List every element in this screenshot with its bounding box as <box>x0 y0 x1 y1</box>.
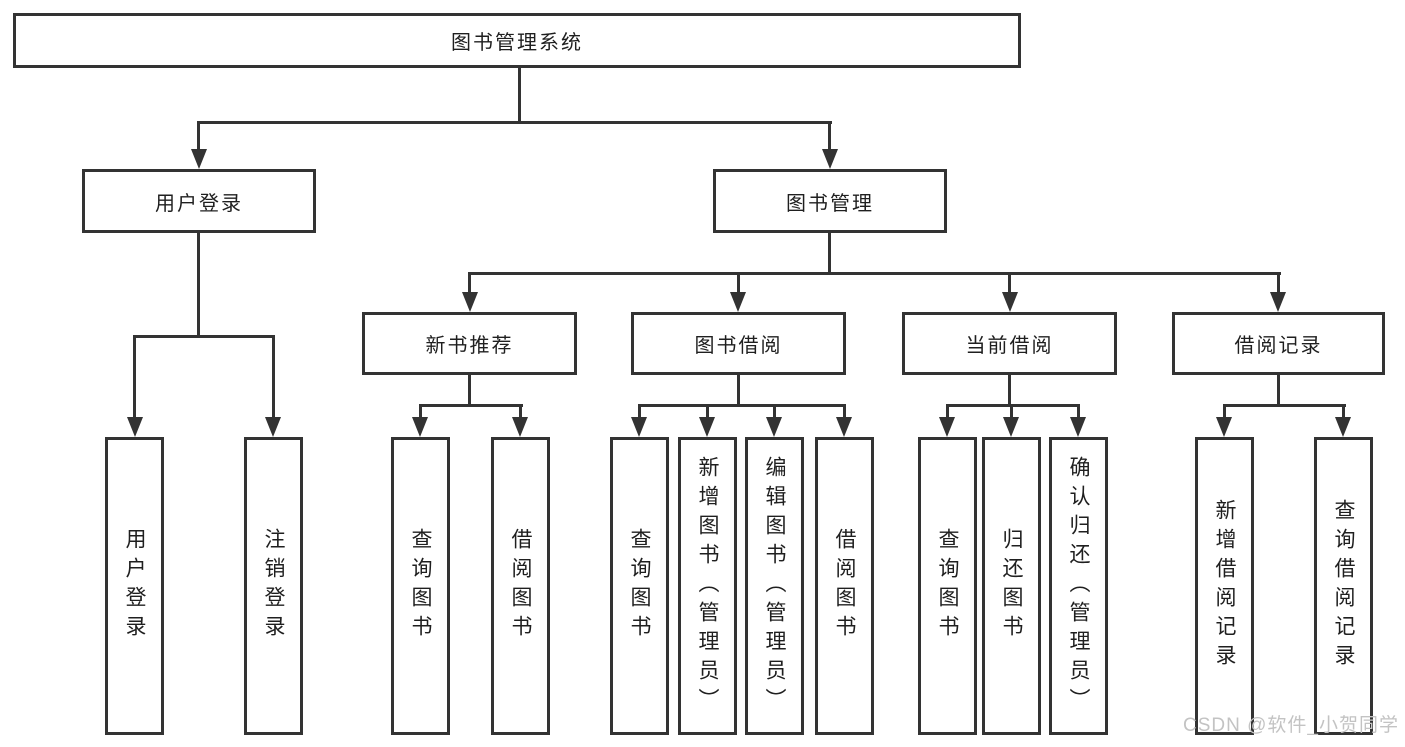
arrowhead-borrow-books-borrow-icon <box>836 417 852 437</box>
edge-drop-borrowing-records <box>1277 272 1280 294</box>
node-label: 新增借阅记录 <box>1213 499 1236 673</box>
leaf-add-borrow-record: 新增借阅记录 <box>1195 437 1254 735</box>
node-label: 查询图书 <box>936 528 959 644</box>
node-new-book-recommendation: 新书推荐 <box>362 312 577 375</box>
arrowhead-query-books-recommend-icon <box>412 417 428 437</box>
edge-drop-leaf-logout <box>272 335 275 419</box>
edge-book-borrowing-stem <box>737 375 740 406</box>
edge-current-borrowing-stem <box>1008 375 1011 406</box>
node-label: 当前借阅 <box>965 335 1054 357</box>
leaf-confirm-return-admin: 确认归还（管理员） <box>1049 437 1108 735</box>
edge-borrowing-records-bar <box>1223 404 1346 407</box>
node-label: 用户登录 <box>155 192 243 215</box>
arrowhead-borrowing-records-icon <box>1270 292 1286 312</box>
edge-root-stem <box>518 68 521 122</box>
edge-drop-new-book-recommendation <box>468 272 471 294</box>
node-borrowing-records: 借阅记录 <box>1172 312 1385 375</box>
edge-user-login-stem <box>197 233 200 335</box>
arrowhead-leaf-logout-icon <box>265 417 281 437</box>
leaf-user-login: 用户登录 <box>105 437 164 735</box>
leaf-query-borrow-record: 查询借阅记录 <box>1314 437 1373 735</box>
leaf-borrow-books-borrow: 借阅图书 <box>815 437 874 735</box>
arrowhead-query-borrow-record-icon <box>1335 417 1351 437</box>
arrowhead-return-book-icon <box>1003 417 1019 437</box>
edge-drop-query-books-current <box>946 404 949 419</box>
edge-drop-query-books-borrow <box>638 404 641 419</box>
edge-drop-current-borrowing <box>1008 272 1011 294</box>
arrowhead-add-borrow-record-icon <box>1216 417 1232 437</box>
node-label: 编辑图书（管理员） <box>763 455 786 717</box>
leaf-edit-book-admin: 编辑图书（管理员） <box>745 437 804 735</box>
leaf-query-books-borrow: 查询图书 <box>610 437 669 735</box>
edge-drop-borrow-books-borrow <box>843 404 846 419</box>
edge-book-borrowing-bar <box>638 404 846 407</box>
node-label: 查询图书 <box>628 528 651 644</box>
node-label: 图书管理系统 <box>451 32 583 54</box>
leaf-return-book: 归还图书 <box>982 437 1041 735</box>
edge-book-management-stem <box>828 233 831 274</box>
node-label: 图书管理 <box>786 192 874 215</box>
leaf-query-books-recommend: 查询图书 <box>391 437 450 735</box>
edge-root-bar <box>197 121 832 124</box>
edge-borrowing-records-stem <box>1277 375 1280 406</box>
node-label: 新增图书（管理员） <box>696 455 719 717</box>
node-label: 查询借阅记录 <box>1332 499 1355 673</box>
node-label: 归还图书 <box>1000 528 1023 644</box>
node-label: 借阅图书 <box>833 528 856 644</box>
node-book-borrowing: 图书借阅 <box>631 312 846 375</box>
node-label: 查询图书 <box>409 528 432 644</box>
arrowhead-query-books-borrow-icon <box>631 417 647 437</box>
edge-drop-leaf-user-login <box>133 335 136 419</box>
node-label: 确认归还（管理员） <box>1067 455 1090 717</box>
edge-drop-query-borrow-record <box>1342 404 1345 419</box>
node-label: 借阅记录 <box>1234 335 1323 357</box>
edge-book-management-bar <box>468 272 1281 275</box>
arrowhead-new-book-recommendation-icon <box>462 292 478 312</box>
arrowhead-confirm-return-admin-icon <box>1070 417 1086 437</box>
edge-new-book-recommendation-stem <box>468 375 471 406</box>
node-book-management: 图书管理 <box>713 169 947 233</box>
edge-drop-user-login <box>197 121 200 151</box>
edge-current-borrowing-bar <box>946 404 1080 407</box>
edge-drop-return-book <box>1010 404 1013 419</box>
node-label: 借阅图书 <box>509 528 532 644</box>
node-label: 用户登录 <box>123 528 146 644</box>
arrowhead-edit-book-admin-icon <box>766 417 782 437</box>
edge-new-book-recommendation-bar <box>419 404 523 407</box>
arrowhead-borrow-books-recommend-icon <box>512 417 528 437</box>
edge-drop-add-borrow-record <box>1223 404 1226 419</box>
edge-user-login-bar <box>133 335 275 338</box>
edge-drop-edit-book-admin <box>773 404 776 419</box>
node-label: 注销登录 <box>262 528 285 644</box>
edge-drop-book-borrowing <box>737 272 740 294</box>
node-current-borrowing: 当前借阅 <box>902 312 1117 375</box>
csdn-watermark: CSDN @软件_小贺同学 <box>1183 715 1399 736</box>
edge-drop-query-books-recommend <box>419 404 422 419</box>
arrowhead-user-login-icon <box>191 149 207 169</box>
leaf-add-book-admin: 新增图书（管理员） <box>678 437 737 735</box>
node-label: 图书借阅 <box>694 335 783 357</box>
node-user-login: 用户登录 <box>82 169 316 233</box>
arrowhead-leaf-user-login-icon <box>127 417 143 437</box>
edge-drop-borrow-books-recommend <box>519 404 522 419</box>
node-library-management-system: 图书管理系统 <box>13 13 1021 68</box>
arrowhead-query-books-current-icon <box>939 417 955 437</box>
arrowhead-book-management-icon <box>822 149 838 169</box>
edge-drop-book-management <box>828 121 831 151</box>
node-label: 新书推荐 <box>425 335 514 357</box>
leaf-query-books-current: 查询图书 <box>918 437 977 735</box>
arrowhead-book-borrowing-icon <box>730 292 746 312</box>
edge-drop-confirm-return-admin <box>1077 404 1080 419</box>
arrowhead-current-borrowing-icon <box>1002 292 1018 312</box>
leaf-logout: 注销登录 <box>244 437 303 735</box>
leaf-borrow-books-recommend: 借阅图书 <box>491 437 550 735</box>
arrowhead-add-book-admin-icon <box>699 417 715 437</box>
edge-drop-add-book-admin <box>706 404 709 419</box>
